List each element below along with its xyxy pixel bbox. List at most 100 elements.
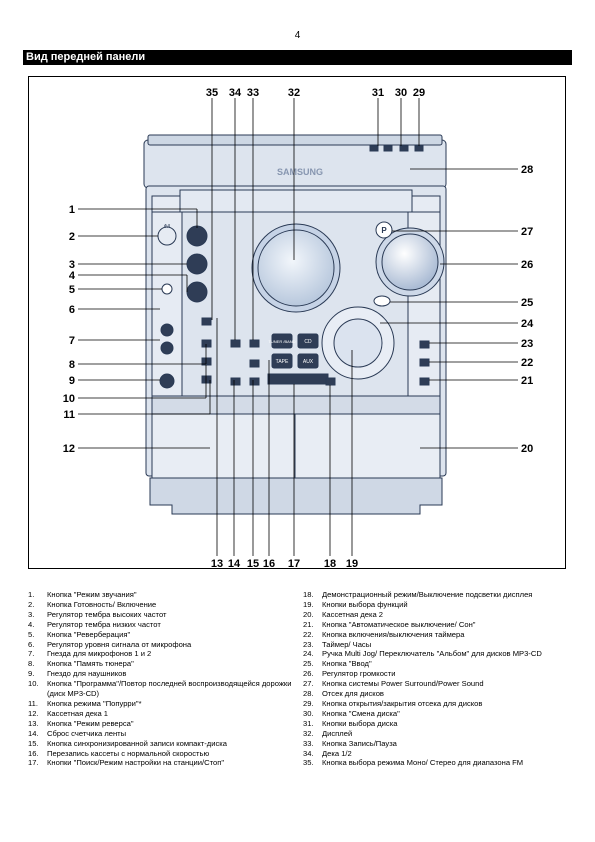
multi-jog-knob[interactable] xyxy=(333,318,383,368)
legend-item: 2.Кнопка Готовность/ Включение xyxy=(28,600,298,610)
callout-15: 15 xyxy=(247,558,259,570)
legend-item-text: Кнопка синхронизированной записи компакт… xyxy=(47,738,227,748)
treble-knob[interactable] xyxy=(186,253,208,275)
timer-onoff-button[interactable] xyxy=(419,358,430,367)
legend-item-number: 6. xyxy=(28,639,35,649)
tape-button[interactable] xyxy=(271,353,293,369)
legend-item: 5. Кнопка "Реверберация" xyxy=(28,630,298,640)
disc-skip-button-2[interactable] xyxy=(383,145,393,152)
callout-28: 28 xyxy=(521,164,533,176)
legend-item-number: 32. xyxy=(303,728,314,738)
legend-item: 20.Кассетная дека 2 xyxy=(303,610,573,620)
legend-item: 14. Сброс счетчика ленты xyxy=(28,729,298,739)
legend-item: 32.Дисплей xyxy=(303,729,573,739)
legend-item: 4.Регулятор тембра низких частот xyxy=(28,620,298,630)
legend-item: 27.Кнопка системы Power Surround/Power S… xyxy=(303,679,573,689)
legend-item-text: Кнопка "Смена диска" xyxy=(322,708,400,718)
legend-item-text: Демонстрационный режим/Выключение подсве… xyxy=(322,590,533,599)
legend-item-number: 18. xyxy=(303,590,314,599)
legend-item-number: 10. xyxy=(28,679,39,689)
legend-item-number: 13. xyxy=(28,718,39,728)
tuner-memory-button[interactable] xyxy=(201,339,212,348)
program-button[interactable] xyxy=(201,357,212,366)
legend-item-text: Кнопка "Автоматическое выключение/ Сон" xyxy=(322,619,476,629)
callout-29: 29 xyxy=(413,87,425,99)
cd-label: CD xyxy=(304,339,312,345)
callout-1: 1 xyxy=(69,204,75,216)
deck-12-button[interactable] xyxy=(230,339,241,348)
counter-reset-button[interactable] xyxy=(230,377,241,386)
callout-6: 6 xyxy=(69,304,75,316)
legend-item: 24.Ручка Multi Jog/ Переключатель "Альбо… xyxy=(303,649,573,659)
sound-mode-knob[interactable] xyxy=(186,225,208,247)
legend-item: 23.Таймер/ Часы xyxy=(303,640,573,650)
legend-item-number: 14. xyxy=(28,728,39,738)
search-buttons[interactable] xyxy=(267,373,329,385)
legend-item-text: Ручка Multi Jog/ Переключатель "Альбом" … xyxy=(322,649,542,659)
legend-item-text: Регулятор громкости xyxy=(322,669,396,679)
legend-item-text: Дека 1/2 xyxy=(322,748,352,758)
medley-button[interactable] xyxy=(201,375,212,384)
mono-stereo-button[interactable] xyxy=(201,317,212,326)
legend-item-number: 4. xyxy=(28,619,35,629)
rec-pause-button[interactable] xyxy=(249,339,260,348)
demo-button[interactable] xyxy=(325,377,336,386)
dubbing-button[interactable] xyxy=(249,377,260,386)
legend-item-number: 5. xyxy=(28,629,35,639)
enter-button[interactable] xyxy=(373,295,391,307)
legend-item-text: Таймер/ Часы xyxy=(322,639,372,649)
legend-item-number: 35. xyxy=(303,758,314,768)
legend-item-number: 17. xyxy=(28,758,39,768)
mic2-jack xyxy=(160,341,174,355)
disc-skip-button-1[interactable] xyxy=(369,145,379,152)
legend-item: 35.Кнопка выбора режима Моно/ Стерео для… xyxy=(303,758,573,768)
aux-button[interactable] xyxy=(297,353,319,369)
legend-item-text: Отсек для дисков xyxy=(322,689,384,699)
legend-item: 12.Кассетная дека 1 xyxy=(28,709,298,719)
brand-logo: SAMSUNG xyxy=(277,167,323,177)
timer-clock-button[interactable] xyxy=(419,340,430,349)
left-controls xyxy=(157,145,430,389)
callout-30: 30 xyxy=(395,87,407,99)
callout-21: 21 xyxy=(521,375,533,387)
legend-item-text: Кассетная дека 1 xyxy=(47,708,109,718)
callout-33: 33 xyxy=(247,87,259,99)
callout-25: 25 xyxy=(521,297,533,309)
legend-item-text: Кнопки выбора диска xyxy=(322,718,398,728)
legend-item-number: 34. xyxy=(303,748,314,758)
disc-change-button[interactable] xyxy=(399,145,409,152)
leader-lines xyxy=(78,98,518,556)
volume-knob[interactable] xyxy=(381,233,439,291)
diagram-frame xyxy=(28,76,566,569)
open-close-button[interactable] xyxy=(414,145,424,152)
callout-7: 7 xyxy=(69,335,75,347)
aux-label: AUX xyxy=(303,359,314,365)
legend-item-number: 33. xyxy=(303,738,314,748)
legend-item: 16.Перезапись кассеты с нормальной скоро… xyxy=(28,749,298,759)
callout-23: 23 xyxy=(521,338,533,350)
echo-button[interactable] xyxy=(161,283,173,295)
legend-item: 3.Регулятор тембра высоких частот xyxy=(28,610,298,620)
callout-10: 10 xyxy=(63,393,75,405)
legend-item: 7.Гнезда для микрофонов 1 и 2 xyxy=(28,649,298,659)
tuner-button[interactable] xyxy=(271,333,293,349)
legend-item: 28.Отсек для дисков xyxy=(303,689,573,699)
callout-14: 14 xyxy=(228,558,241,570)
callout-11: 11 xyxy=(63,409,75,421)
power-surround-button[interactable] xyxy=(375,221,393,239)
device-body xyxy=(143,134,447,515)
phones-jack xyxy=(159,373,175,389)
legend-item-text: Кнопка "Режим звучания" xyxy=(47,590,137,599)
cd-button[interactable] xyxy=(297,333,319,349)
sleep-button[interactable] xyxy=(419,377,430,386)
legend-item-text: Кнопка открытия/закрытия отсека для диск… xyxy=(322,698,483,708)
bass-knob[interactable] xyxy=(186,281,208,303)
legend-item-text: Сброс счетчика ленты xyxy=(47,728,127,738)
legend-item: 31.Кнопки выбора диска xyxy=(303,719,573,729)
legend-item-text: Гнездо для наушников xyxy=(47,669,127,679)
legend-item-text: Кнопка "Реверберация" xyxy=(47,629,131,639)
legend-item-number: 20. xyxy=(303,609,314,619)
cd-sync-button[interactable] xyxy=(249,359,260,368)
callout-26: 26 xyxy=(521,259,533,271)
